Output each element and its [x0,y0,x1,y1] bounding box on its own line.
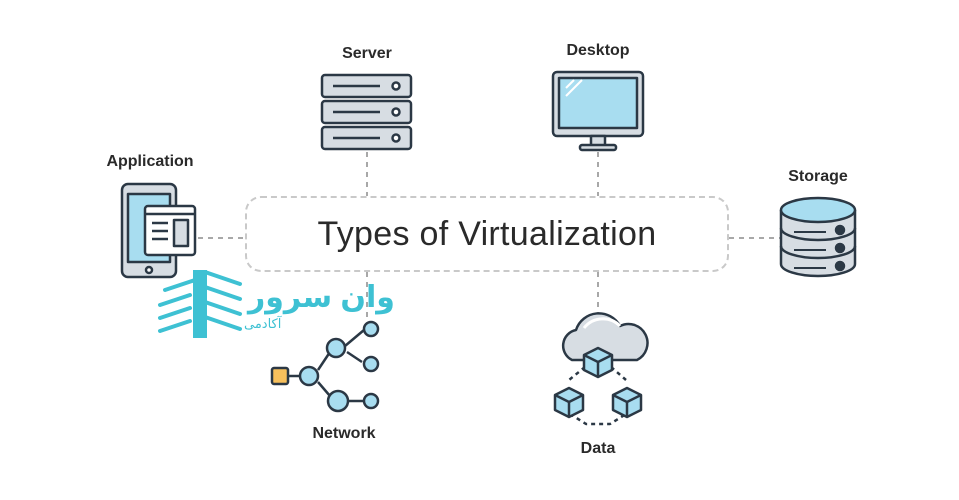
watermark-main-text: وان سرور [248,281,395,314]
connectors [198,152,780,320]
data-cube-top [582,346,614,379]
label-network: Network [312,425,376,442]
label-application: Application [106,153,194,170]
label-desktop: Desktop [566,42,630,59]
storage-icon [779,196,857,278]
watermark-sub-text: آکادمی [244,316,282,331]
network-icon [270,320,380,413]
label-server: Server [342,45,392,62]
application-icon [120,182,197,279]
watermark-logo-icon [158,270,242,338]
label-data: Data [580,440,616,457]
data-cube-right [611,386,643,419]
server-icon [320,73,413,151]
center-box: Types of Virtualization [245,196,729,272]
diagram-title: Types of Virtualization [317,214,657,253]
desktop-icon [551,70,645,152]
label-storage: Storage [788,168,848,185]
data-cube-left [553,386,585,419]
data-icon [553,312,649,426]
